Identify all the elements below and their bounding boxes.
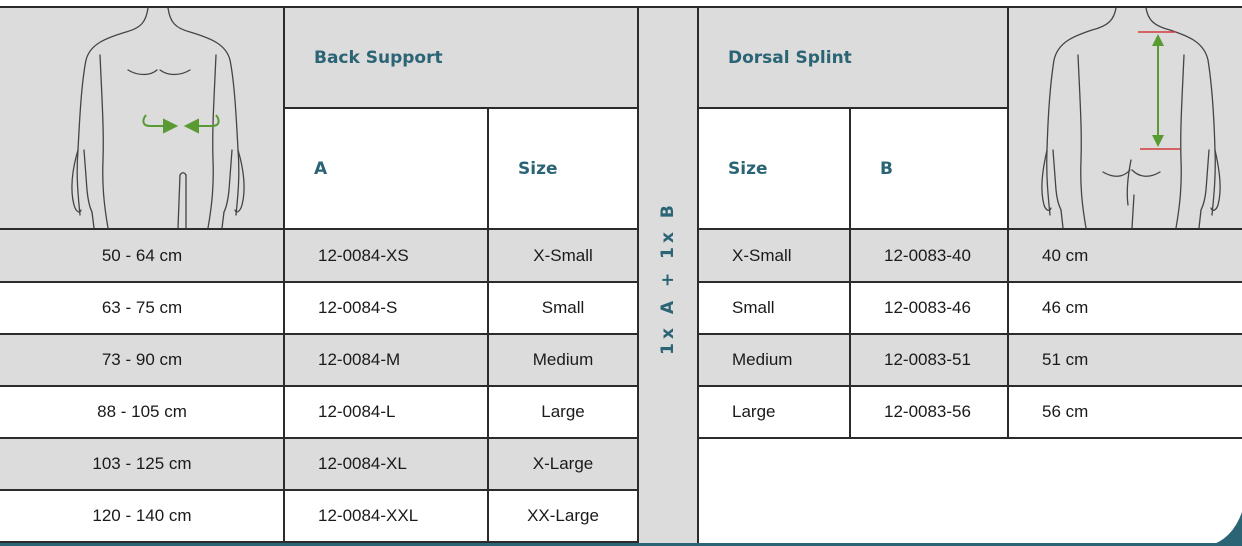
dorsal-splint-title: Dorsal Splint [728,47,852,68]
back-support-measure-cell: 103 - 125 cm [92,454,192,473]
dorsal-splint-size-cell: X-Small [732,246,792,265]
back-support-size-cell: Medium [532,350,594,369]
grid-line [0,489,638,491]
table-top-border [0,6,1242,8]
grid-line [0,541,638,543]
back-support-measure-cell: 73 - 90 cm [101,350,183,369]
grid-line [698,107,1008,109]
grid-line [637,7,639,546]
waist-measurement-figure-icon [71,7,245,229]
back-length-measurement-figure-icon [1041,7,1221,229]
grid-line [283,7,285,546]
grid-line [0,333,638,335]
back-support-title: Back Support [314,47,443,68]
grid-line [698,228,1242,230]
back-support-measure-cell: 63 - 75 cm [101,298,183,317]
back-support-size-cell: Large [541,402,585,421]
row-bg [0,334,638,386]
row-bg [698,230,1242,282]
dorsal-splint-measure-cell: 51 cm [1042,350,1089,369]
back-support-code-cell: 12-0084-XXL [318,506,419,525]
column-header-b: B [880,159,893,179]
back-support-size-cell: X-Small [533,246,593,265]
grid-line [487,108,489,546]
dorsal-splint-code-cell: 12-0083-40 [884,246,971,265]
dorsal-splint-code-cell: 12-0083-56 [884,402,971,421]
back-support-code-cell: 12-0084-XS [318,246,409,265]
row-bg [0,230,638,282]
dorsal-splint-header-bg [698,7,1008,108]
back-support-code-cell: 12-0084-L [318,402,396,421]
grid-line [698,333,1242,335]
back-support-code-cell: 12-0084-S [318,298,398,317]
dorsal-splint-size-cell: Large [732,402,776,421]
column-header-a: A [314,159,328,179]
bottom-band [0,543,1242,546]
column-header-size-right: Size [728,159,768,179]
dorsal-splint-size-cell: Medium [732,350,793,369]
dorsal-splint-code-cell: 12-0083-46 [884,298,971,317]
grid-line [698,437,1242,439]
grid-line [697,7,699,546]
grid-line [1007,7,1009,437]
figure-panel-right [1008,7,1242,229]
combo-column-bg [638,7,698,546]
grid-line [698,281,1242,283]
back-support-size-cell: XX-Large [527,506,599,525]
back-support-measure-cell: 88 - 105 cm [97,402,187,421]
row-bg [0,438,638,490]
back-support-code-cell: 12-0084-M [318,350,401,369]
dorsal-splint-measure-cell: 56 cm [1042,402,1089,421]
grid-line [0,281,638,283]
back-support-size-cell: Small [541,298,585,317]
column-header-size-left: Size [518,159,558,179]
row-bg [698,334,1242,386]
dorsal-splint-code-cell: 12-0083-51 [884,350,971,369]
back-support-header-bg [284,7,638,108]
dorsal-splint-size-cell: Small [732,298,775,317]
grid-line [0,228,638,230]
back-support-size-cell: X-Large [532,454,594,473]
dorsal-splint-measure-cell: 46 cm [1042,298,1089,317]
grid-line [849,108,851,437]
grid-line [0,385,638,387]
back-support-measure-cell: 50 - 64 cm [101,246,183,265]
back-support-code-cell: 12-0084-XL [318,454,407,473]
grid-line [698,385,1242,387]
dorsal-splint-measure-cell: 40 cm [1042,246,1089,265]
grid-line [284,107,638,109]
grid-line [0,437,638,439]
back-support-measure-cell: 120 - 140 cm [92,506,192,525]
